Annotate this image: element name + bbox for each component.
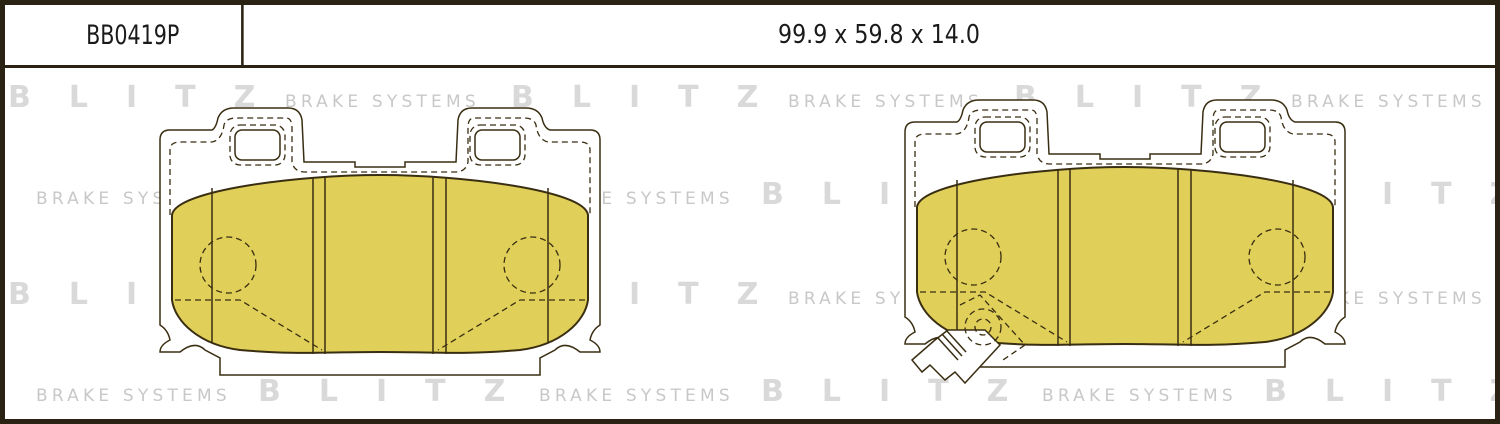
- watermark-tagline: BRAKE SYSTEMS: [285, 92, 480, 112]
- watermark-tagline: BRAKE SYSTEMS: [36, 386, 231, 406]
- part-number: BB0419P: [24, 5, 244, 65]
- brake-pad-right: [904, 99, 1346, 368]
- watermark-tagline: BRAKE SYSTEMS: [539, 386, 734, 406]
- watermark-tagline: BRAKE SYSTEMS: [1042, 386, 1237, 406]
- watermark-brand: BLITZ: [8, 80, 293, 115]
- watermark-brand: BLITZ: [1264, 374, 1500, 409]
- header-row: BB0419P 99.9 x 59.8 x 14.0: [5, 5, 1495, 68]
- watermark-brand: BLITZ: [258, 374, 543, 409]
- watermark-tagline: BRAKE SYSTEMS: [1291, 92, 1486, 112]
- watermark-brand: BLITZ: [511, 80, 796, 115]
- wear-sensor: [910, 294, 1026, 385]
- brake-pad-left: [159, 107, 601, 376]
- watermark-brand: BLITZ: [761, 374, 1046, 409]
- dimensions: 99.9 x 59.8 x 14.0: [778, 20, 980, 50]
- watermark-tagline: BRAKE SYSTEMS: [788, 92, 983, 112]
